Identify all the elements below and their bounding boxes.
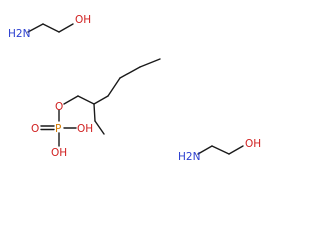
amine-label-bottom: H2N (178, 151, 200, 163)
hydroxyl-label-bottom: OH (245, 138, 261, 150)
bond-n-c1-bottom (197, 145, 213, 155)
hydroxyl-right-label: OH (77, 123, 93, 135)
bond-ch-c3 (93, 95, 109, 105)
ethanolamine-bottom: H2N OH (178, 138, 261, 163)
bond-c1-c2-bottom (211, 145, 230, 155)
hydroxyl-label-top: OH (75, 14, 91, 26)
double-bond-oxygen-label: O (31, 123, 39, 135)
molecule-drawing: H2N OH O O P OH OH H2N OH (8, 14, 261, 163)
bond-c3-c4 (107, 77, 121, 97)
bond-n-c1-top (27, 23, 44, 33)
bond-c4-c5 (119, 66, 141, 79)
bond-ethyl-c1-c2 (94, 120, 105, 135)
hydroxyl-bottom-label: OH (51, 147, 67, 159)
bond-c2-o-bottom (228, 145, 244, 155)
amine-label-top: H2N (8, 28, 30, 40)
ethylhexyl-phosphate: O O P OH OH (31, 58, 161, 159)
ester-oxygen-label: O (55, 101, 63, 113)
ethanolamine-top: H2N OH (8, 14, 91, 40)
bond-ch-ethyl-c1 (93, 103, 96, 122)
bond-c1-c2-top (42, 23, 60, 33)
phosphorus-label: P (55, 123, 61, 135)
bond-ch2-o-ester (63, 95, 79, 105)
bond-c2-o-top (58, 23, 74, 33)
bond-ch2-ch (77, 95, 95, 105)
bond-c5-c6 (139, 58, 161, 68)
